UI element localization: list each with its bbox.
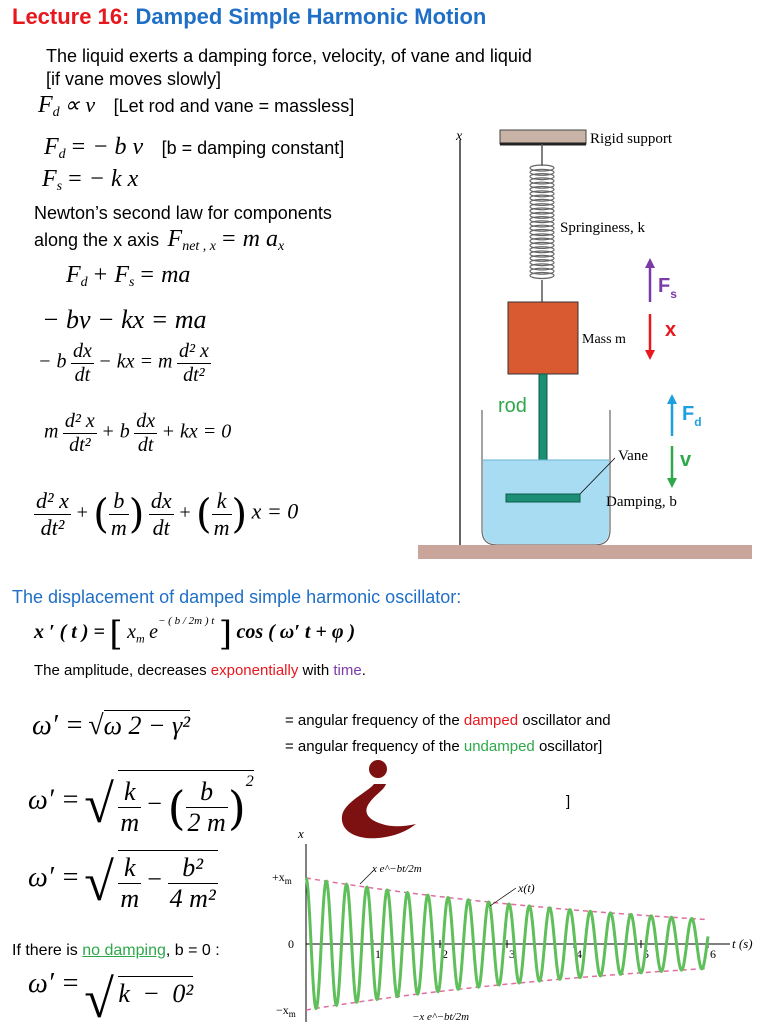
mass-block: [507, 301, 579, 375]
spring-coil: [529, 224, 555, 232]
damping-label: Damping, b: [606, 494, 677, 510]
spring-coil: [529, 194, 555, 202]
eq-damping-proportional: Fd ∝ v [Let rod and vane = massless]: [38, 92, 355, 121]
spring-coil: [529, 246, 555, 254]
envelope-bottom: [305, 967, 709, 1011]
rigid-support-block: [499, 129, 587, 145]
spring-coil: [529, 228, 555, 237]
curve-label: x(t): [517, 881, 535, 895]
eq-force-sum: Fd + Fs = ma: [66, 262, 191, 291]
newton-line-2: along the x axis Fnet , x = m ax: [34, 226, 285, 255]
graph-tick-label: 4: [576, 947, 582, 961]
spring-coil: [529, 241, 555, 250]
graph-label-minus-xm: −xm: [276, 1003, 296, 1019]
lecture-number: Lecture 16:: [12, 4, 130, 29]
graph-tick-label: 6: [710, 947, 716, 961]
envelope-top: [305, 877, 709, 921]
intro-line-1: The liquid exerts a damping force, veloc…: [46, 46, 532, 66]
no-damping-note: If there is no damping, b = 0 :: [12, 942, 220, 959]
fs-label: Fs: [658, 275, 677, 301]
spring-coil: [529, 198, 555, 207]
amplitude-note: The amplitude, decreases exponentially w…: [34, 662, 366, 679]
x-direction-label: x: [665, 319, 676, 341]
spring-coil: [529, 181, 555, 189]
graph-label-plus-xm: +xm: [272, 870, 292, 886]
eq-omega-gamma: ω′ = √ω 2 − γ²: [32, 710, 191, 741]
spring-coil: [529, 263, 555, 271]
spring-coil: [529, 254, 555, 262]
lecture-topic: Damped Simple Harmonic Motion: [135, 4, 487, 29]
floor: [418, 545, 752, 559]
graph-y-label: x: [297, 826, 304, 841]
series-x-t: [304, 877, 710, 1011]
vane: [505, 493, 581, 503]
spring: [529, 164, 555, 280]
spring-coil: [529, 190, 555, 198]
graph-x-label: t (s): [732, 936, 753, 951]
eq-displacement: x ′ ( t ) = [ xm e− ( b / 2m ) t ] cos (…: [34, 614, 356, 654]
spring-coil: [529, 215, 555, 224]
massless-note: [Let rod and vane = massless]: [113, 96, 355, 116]
eq-omega-undamped: ω′ = √ k − 0²: [28, 968, 194, 1029]
spring-coil: [529, 185, 555, 194]
spring-coil: [529, 168, 555, 176]
spring-coil: [529, 267, 555, 275]
vane-label: Vane: [618, 448, 648, 464]
eq-damping-force: Fd = − b v [b = damping constant]: [44, 134, 345, 163]
graph-tick-label: 2: [442, 947, 448, 961]
omega-note-damped: = angular frequency of the damped oscill…: [285, 712, 611, 729]
spring-coil: [529, 172, 555, 181]
v-label: v: [680, 449, 692, 471]
page-title: Lecture 16: Damped Simple Harmonic Motio…: [12, 4, 486, 30]
graph-tick-label: 1: [375, 947, 381, 961]
spring-coil: [529, 271, 555, 280]
newton-line-1: Newton’s second law for components: [34, 203, 332, 223]
envelope-bottom-label: −x e^−bt/2m: [412, 1011, 469, 1023]
stray-bracket: ]: [566, 793, 571, 810]
rod-label: rod: [498, 395, 527, 417]
spring-coil: [529, 233, 555, 241]
graph-tick-label: 3: [509, 947, 515, 961]
springiness-label: Springiness, k: [560, 220, 646, 236]
envelope-top-label: x e^−bt/2m: [371, 863, 422, 875]
omega-note-undamped: = angular frequency of the undamped osci…: [285, 738, 603, 755]
spring-coil: [529, 250, 555, 258]
eq-bv-kx: − bv − kx = ma: [42, 305, 207, 334]
displacement-heading: The displacement of damped simple harmon…: [12, 587, 462, 607]
spring-coil: [529, 203, 555, 211]
spring-coil: [529, 207, 555, 215]
spring-coil: [529, 220, 555, 228]
damping-constant-note: [b = damping constant]: [161, 138, 345, 158]
fd-label: Fd: [682, 403, 702, 429]
spring-coil: [529, 211, 555, 219]
diagram-axis-label: x: [455, 129, 463, 144]
eq-spring-force: Fs = − k x: [42, 166, 139, 195]
graph-label-zero: 0: [288, 937, 294, 951]
rigid-support-label: Rigid support: [590, 131, 673, 147]
spring-coil: [529, 259, 555, 267]
mass-label: Mass m: [582, 332, 626, 347]
spring-coil: [529, 177, 555, 185]
inverted-question-mark-icon: [341, 760, 416, 839]
spring-coil: [529, 164, 555, 172]
intro-line-2: [if vane moves slowly]: [46, 69, 222, 89]
spring-coil: [529, 237, 555, 245]
oscillator-diagram: x Rigid support Springiness, k Mass m ro…: [418, 129, 752, 559]
